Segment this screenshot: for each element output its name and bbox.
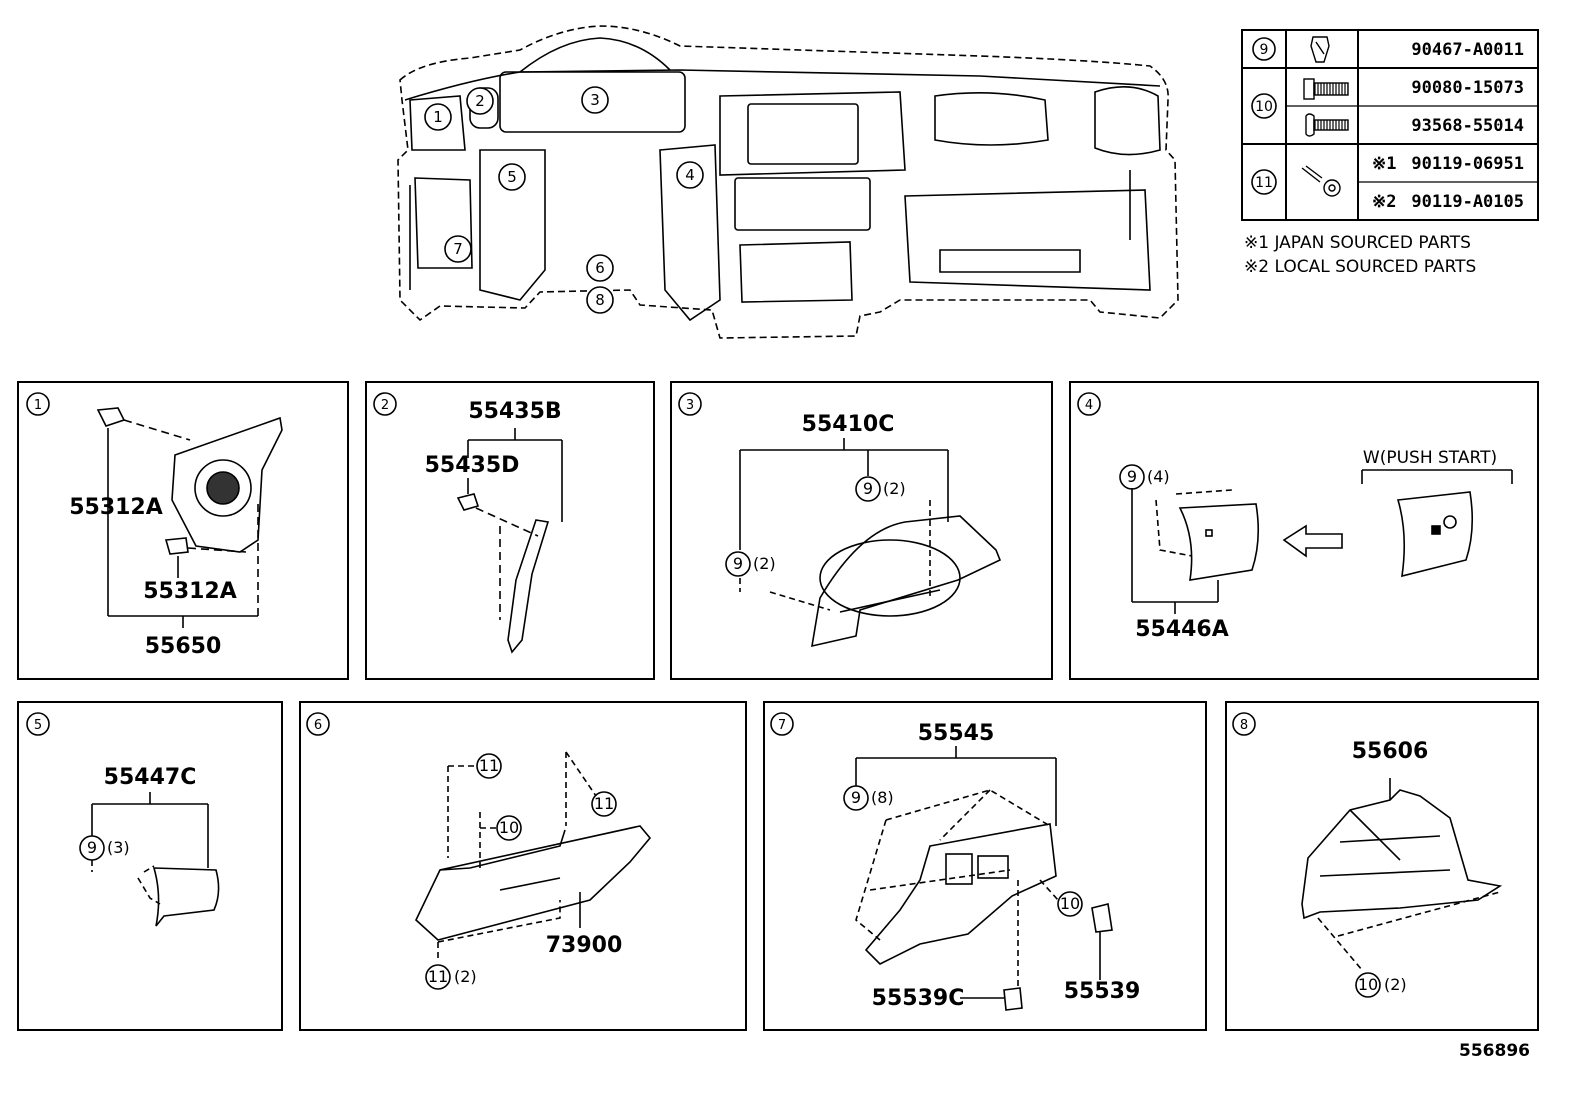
panel-2-drawing — [456, 428, 563, 654]
p3-callout-qty-a: (2) — [883, 479, 906, 498]
part-90119-A0105: 90119-A0105 — [1411, 192, 1524, 212]
panel-4-drawing — [1131, 469, 1513, 614]
panel-4-number: 4 — [1085, 398, 1093, 413]
p6-callout-11-c: 11 — [428, 967, 448, 986]
overview-callout-7: 7 — [453, 240, 463, 258]
part-93568-55014: 93568-55014 — [1411, 116, 1524, 136]
label-55606: 55606 — [1352, 739, 1429, 764]
label-55539C: 55539C — [872, 986, 965, 1011]
table-ref-11: 11 — [1255, 175, 1273, 191]
panel-2-number: 2 — [381, 398, 389, 413]
label-55312A-upper: 55312A — [69, 495, 163, 520]
option-push-start: W(PUSH START) — [1363, 448, 1497, 468]
overview-callout-8: 8 — [595, 291, 605, 309]
label-73900: 73900 — [546, 933, 623, 958]
panel-8-number: 8 — [1240, 718, 1248, 733]
p6-callout-10: 10 — [499, 818, 519, 837]
label-55410C: 55410C — [802, 412, 895, 437]
prefix-note-1: ※1 — [1372, 154, 1396, 174]
overview-callout-5: 5 — [507, 168, 517, 186]
part-90467-A0011: 90467-A0011 — [1411, 40, 1524, 60]
overview-callouts — [424, 86, 704, 314]
p7-callout-qty: (8) — [871, 788, 894, 807]
p6-callout-qty: (2) — [454, 967, 477, 986]
label-55650: 55650 — [145, 634, 222, 659]
note-japan-sourced: ※1 JAPAN SOURCED PARTS — [1244, 233, 1471, 253]
tapping-screw-icon — [1305, 113, 1349, 137]
label-55435D: 55435D — [425, 453, 520, 478]
screw-icon — [1303, 78, 1349, 100]
p5-callout-qty: (3) — [107, 838, 130, 857]
label-55446A: 55446A — [1135, 617, 1229, 642]
p8-callout-10: 10 — [1358, 975, 1378, 994]
p4-callout-qty: (4) — [1147, 467, 1170, 486]
label-55435B: 55435B — [468, 399, 561, 424]
clip-icon — [1310, 36, 1330, 63]
panel-3-drawing — [739, 438, 1002, 648]
part-90119-06951: 90119-06951 — [1411, 154, 1524, 174]
label-55312A-lower: 55312A — [143, 579, 237, 604]
panel-1-number: 1 — [34, 398, 42, 413]
label-55447C: 55447C — [104, 765, 197, 790]
panel-5-drawing — [91, 792, 220, 927]
note-local-sourced: ※2 LOCAL SOURCED PARTS — [1244, 257, 1476, 277]
p7-callout-10: 10 — [1060, 894, 1080, 913]
p3-callout-9-a: 9 — [863, 479, 873, 498]
table-ref-9: 9 — [1260, 42, 1269, 58]
panel-8-drawing — [1301, 778, 1503, 971]
panel-frames — [17, 381, 1539, 1031]
p8-callout-qty: (2) — [1384, 975, 1407, 994]
p7-callout-9: 9 — [851, 788, 861, 807]
bolt-icon — [1301, 165, 1341, 197]
p3-callout-9-b: 9 — [733, 554, 743, 573]
table-ref-10: 10 — [1255, 99, 1273, 115]
overview-callout-2: 2 — [475, 92, 485, 110]
fastener-table-refs — [1251, 37, 1277, 195]
p4-callout-9: 9 — [1127, 467, 1137, 486]
label-55539: 55539 — [1064, 979, 1141, 1004]
label-55545: 55545 — [918, 721, 995, 746]
prefix-note-2: ※2 — [1372, 192, 1396, 212]
part-90080-15073: 90080-15073 — [1411, 78, 1524, 98]
p6-callout-11-b: 11 — [594, 794, 614, 813]
p6-callout-11-a: 11 — [479, 756, 499, 775]
panel-3-number: 3 — [686, 398, 694, 413]
panel-7-drawing — [855, 746, 1113, 1011]
overview-callout-4: 4 — [685, 166, 695, 184]
figure-number: 556896 — [1459, 1041, 1530, 1061]
panel-6-number: 6 — [314, 718, 322, 733]
panel-6-drawing — [415, 751, 652, 962]
overview-callout-3: 3 — [590, 91, 600, 109]
p3-callout-qty-b: (2) — [753, 554, 776, 573]
p5-callout-9: 9 — [87, 838, 97, 857]
panel-1-drawing — [96, 407, 283, 628]
panel-7-number: 7 — [778, 718, 786, 733]
overview-callout-6: 6 — [595, 259, 605, 277]
overview-callout-1: 1 — [433, 108, 443, 126]
fastener-table — [1241, 29, 1539, 221]
panel-5-number: 5 — [34, 718, 42, 733]
